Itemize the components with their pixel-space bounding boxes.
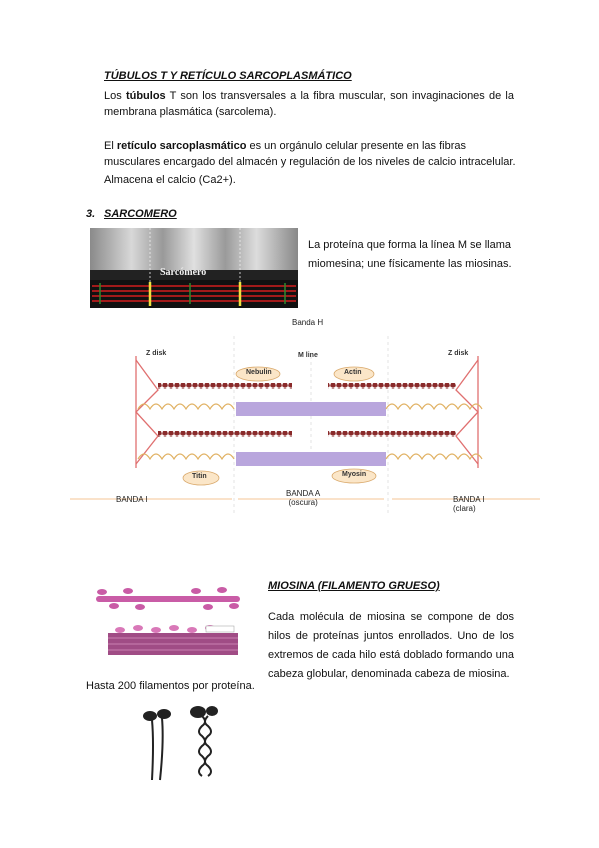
banda-a-sub: (oscura)	[288, 498, 318, 507]
label-banda-i-right: BANDA I (clara)	[453, 495, 485, 513]
label-nebulin: Nebulin	[246, 369, 272, 376]
paragraph-miosina: Cada molécula de miosina se compone de d…	[268, 611, 514, 680]
micrograph-art	[90, 228, 298, 308]
section-number: 3.	[86, 208, 96, 220]
label-z-disk-left: Z disk	[146, 350, 167, 357]
caption-filamentos: Hasta 200 filamentos por proteína.	[86, 680, 255, 692]
label-banda-a: BANDA A (oscura)	[286, 489, 320, 507]
heading-sarcomero: SARCOMERO	[104, 208, 177, 220]
sarcomere-diagram-art	[70, 336, 540, 516]
label-m-line: M line	[298, 352, 318, 359]
label-actin: Actin	[344, 369, 362, 376]
banda-i-right-title: BANDA I	[453, 495, 485, 504]
sarcomere-micrograph: Sarcómero	[90, 228, 298, 308]
label-banda-i-left: BANDA I	[116, 495, 148, 504]
myosin-molecule-art	[143, 706, 218, 781]
banda-a-title: BANDA A	[286, 489, 321, 498]
sarcomere-diagram: Banda H Z disk M line Z disk Nebulin Act…	[66, 316, 544, 521]
myosin-filament-art	[96, 587, 240, 655]
paragraph-miomesina: La proteína que forma la línea M se llam…	[308, 239, 512, 270]
paragraph-calcio: Almacena el calcio (Ca2+).	[104, 174, 236, 186]
heading-miosina: MIOSINA (FILAMENTO GRUESO)	[268, 580, 440, 592]
label-myosin: Myosin	[342, 471, 367, 478]
heading-tubulos: TÚBULOS T Y RETÍCULO SARCOPLASMÁTICO	[104, 70, 352, 82]
myosin-molecule-illustration	[138, 702, 238, 786]
label-titin: Titin	[192, 473, 207, 480]
micrograph-label: Sarcómero	[160, 267, 207, 278]
paragraph-reticulo: El retículo sarcoplasmático es un orgánu…	[104, 140, 516, 168]
banda-i-right-sub: (clara)	[453, 504, 476, 513]
label-banda-h: Banda H	[292, 318, 324, 327]
paragraph-tubulos: Los túbulos T son los transversales a la…	[104, 90, 514, 118]
label-z-disk-right: Z disk	[448, 350, 469, 357]
myosin-filament-illustration	[88, 578, 248, 666]
